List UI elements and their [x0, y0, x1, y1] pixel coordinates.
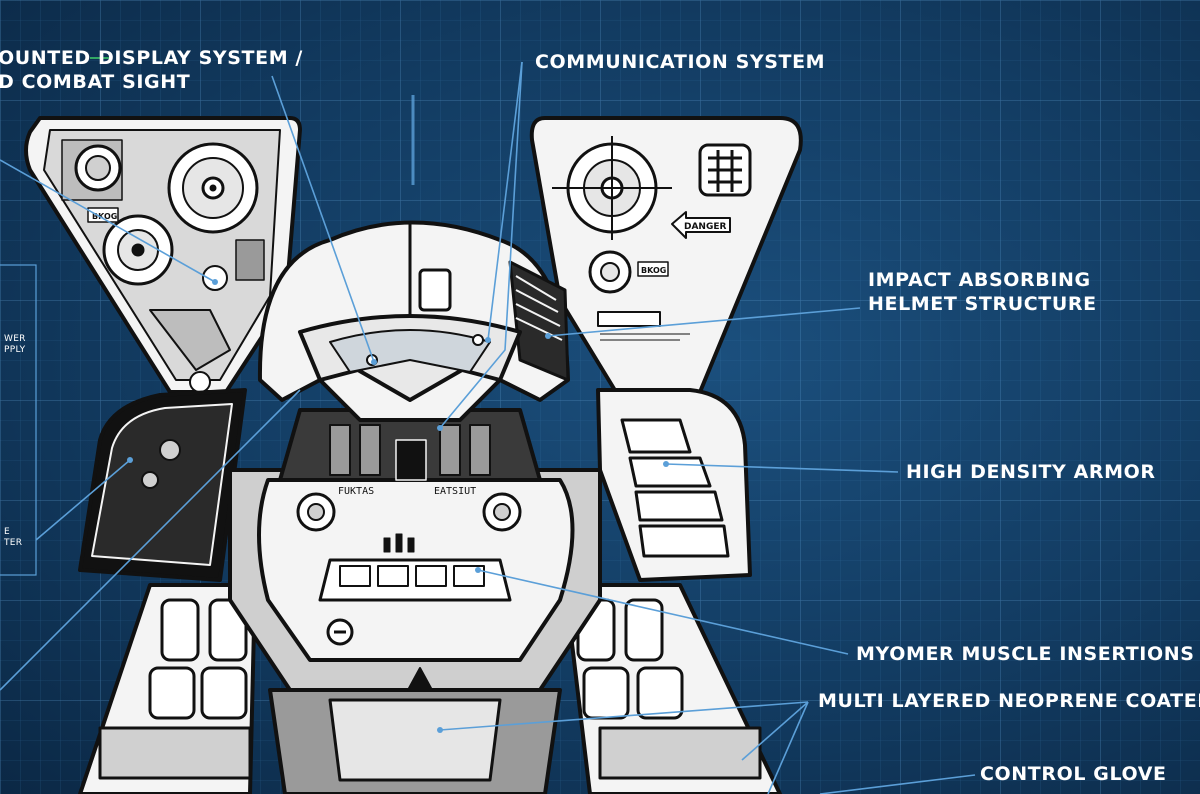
collar: [278, 408, 542, 482]
leader-myomer: [477, 569, 849, 655]
callout-myomer-line1: MYOMER MUSCLE INSERTIONS: [856, 643, 1195, 665]
leader-neoprene-a: [439, 701, 809, 731]
side-note-power-b: PPLY: [4, 345, 26, 355]
callout-helmet-line2: HELMET STRUCTURE: [868, 293, 1097, 315]
callout-neoprene-line1: MULTI LAYERED NEOPRENE COATED: [818, 690, 1200, 712]
battle-suit: BKOG DANGER BKOG: [24, 116, 803, 794]
callout-armor-line1: HIGH DENSITY ARMOR: [906, 461, 1156, 483]
side-note-filter-a: E: [4, 527, 10, 537]
danger-label: DANGER: [684, 222, 727, 232]
brand-label-right: BKOG: [641, 266, 666, 275]
callout-glove: CONTROL GLOVE: [980, 762, 1167, 786]
leader-neoprene-b: [741, 701, 809, 761]
leader-dots: [127, 279, 669, 733]
callout-communication: COMMUNICATION SYSTEM: [535, 50, 825, 74]
leader-armor: [665, 463, 899, 473]
side-note-filter: E TER: [4, 527, 22, 549]
callout-display-system-line2: D COMBAT SIGHT: [0, 71, 191, 93]
leader-helmet: [547, 307, 861, 337]
side-panel-frame: [0, 264, 37, 576]
leader-filter: [35, 459, 131, 541]
left-shoulder-armor: [78, 388, 247, 582]
leader-glove: [819, 774, 976, 794]
brand-label-left: BKOG: [92, 212, 117, 221]
callout-helmet: IMPACT ABSORBING HELMET STRUCTURE: [868, 268, 1097, 316]
right-shoulder-armor: [596, 388, 752, 582]
right-back-plate: DANGER BKOG: [529, 116, 803, 394]
leader-comm-b: [439, 61, 523, 429]
callout-communication-line1: COMMUNICATION SYSTEM: [535, 51, 826, 73]
callout-display-system-line1: OUNTED DISPLAY SYSTEM /: [0, 47, 303, 69]
callout-myomer: MYOMER MUSCLE INSERTIONS: [856, 642, 1195, 666]
chest-marking-right: EATSIUT: [434, 486, 476, 497]
callout-armor: HIGH DENSITY ARMOR: [906, 460, 1156, 484]
callout-display-system: OUNTED DISPLAY SYSTEM / D COMBAT SIGHT: [0, 46, 303, 94]
side-note-filter-b: TER: [4, 538, 23, 548]
left-back-plate: BKOG: [24, 116, 302, 394]
leader-display-system: [271, 75, 375, 363]
callout-neoprene: MULTI LAYERED NEOPRENE COATED: [818, 689, 1200, 713]
leader-comm-a: [487, 61, 523, 341]
leader-lower-left: [0, 389, 301, 691]
leader-lines: [0, 57, 976, 794]
chest-marking-left: FUKTAS: [338, 486, 374, 497]
callout-helmet-line1: IMPACT ABSORBING: [868, 269, 1091, 291]
side-note-power: WER PPLY: [4, 334, 26, 356]
chest-plate: FUKTAS EATSIUT: [257, 478, 575, 662]
leader-neoprene-c: [767, 701, 809, 794]
side-note-power-a: WER: [4, 334, 26, 344]
callout-glove-line1: CONTROL GLOVE: [980, 763, 1167, 785]
leader-side-module: [0, 159, 216, 283]
helmet: [257, 220, 570, 422]
left-arm-lower: [78, 583, 257, 794]
